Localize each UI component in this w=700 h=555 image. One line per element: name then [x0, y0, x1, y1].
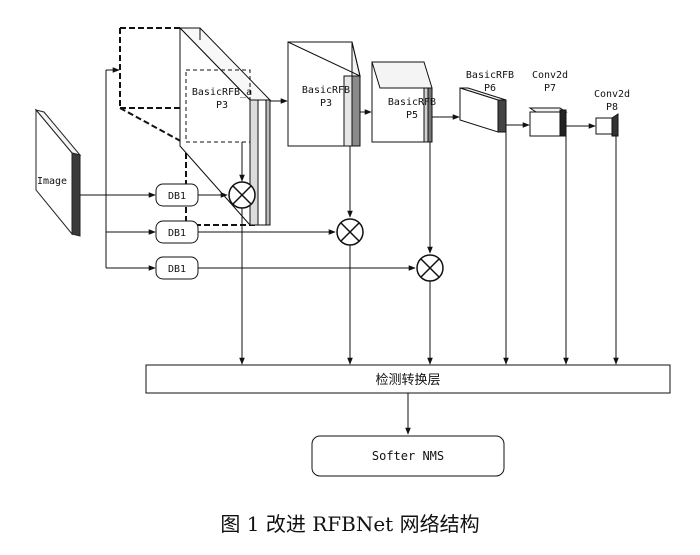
block-basicrfb-p3: BasicRFB P3: [287, 41, 361, 147]
softer-nms-label: Softer NMS: [372, 449, 444, 463]
db1-label-1: DB1: [168, 191, 186, 202]
detection-layer-label: 检测转换层: [375, 373, 440, 388]
block5-label-line2: P7: [544, 83, 556, 94]
block4-label-line2: P6: [484, 83, 496, 94]
block6-label-line1: Conv2d: [594, 89, 630, 100]
figure-caption: 图 1 改进 RFBNet 网络结构: [220, 512, 479, 536]
block-conv2d-p7: Conv2d P7: [528, 70, 568, 137]
detection-transform-layer: 检测转换层: [145, 364, 671, 394]
block-basicrfb-p6: BasicRFB P6: [459, 70, 514, 133]
db1-label-2: DB1: [168, 228, 186, 239]
block2-label-line2: P3: [320, 98, 332, 109]
block3-label-line2: P5: [406, 110, 418, 121]
db1-label-3: DB1: [168, 264, 186, 275]
block-basicrfb-p5: BasicRFB P5: [371, 61, 436, 143]
multiply-node-2: [336, 218, 364, 246]
block4-label-line1: BasicRFB: [466, 70, 514, 81]
multiply-node-3: [416, 254, 444, 282]
block1-label-line2: P3: [216, 100, 228, 111]
block-conv2d-p8: Conv2d P8: [594, 89, 630, 137]
forward-connections: [270, 98, 596, 129]
block-basicrfb-a-p3: BasicRFB_a P3: [119, 26, 272, 227]
block2-label-line1: BasicRFB: [302, 85, 350, 96]
db1-module-2: DB1: [155, 220, 199, 244]
block-to-multiply-lines: [239, 142, 433, 254]
block1-label-line1: BasicRFB_a: [192, 87, 252, 98]
block6-label-line2: P8: [606, 102, 618, 113]
softer-nms-block: Softer NMS: [311, 435, 505, 477]
to-detection-layer-lines: [239, 132, 619, 365]
block5-label-line1: Conv2d: [532, 70, 568, 81]
image-input-block: Image: [34, 108, 82, 237]
multiply-node-1: [228, 181, 256, 209]
image-label: Image: [37, 176, 67, 187]
image-branch-lines: [80, 67, 156, 271]
db1-module-1: DB1: [155, 183, 199, 207]
block3-label-line1: BasicRFB: [388, 97, 436, 108]
db1-module-3: DB1: [155, 256, 199, 280]
db1-to-multiply-lines: [198, 192, 416, 271]
